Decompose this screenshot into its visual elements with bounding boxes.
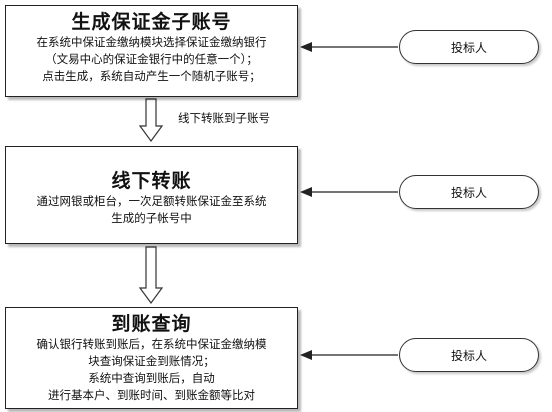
actor-3-label: 投标人: [450, 348, 487, 363]
step-box-offline-transfer: 线下转账 通过网银或柜台，一次足额转账保证金至系统 生成的子帐号中: [5, 146, 298, 244]
flow-arrow-step1-to-step2: [138, 98, 164, 143]
step-1-desc-line-2: （文易中心的保证金银行中的任意一个）；: [45, 52, 258, 66]
step-2-desc-line-2: 生成的子帐号中: [111, 211, 192, 225]
actor-1-label: 投标人: [450, 40, 487, 55]
step-1-desc-line-3: 点击生成，系统自动产生一个随机子账号；: [42, 69, 261, 83]
connector-label-offline-transfer: 线下转账到子账号: [178, 111, 270, 125]
step-3-desc-line-1: 确认银行转账到账后，在系统中保证金缴纳模: [36, 337, 267, 351]
step-3-desc-line-4: 进行基本户、到账时间、到账金额等比对: [48, 388, 255, 402]
step-1-title: 生成保证金子账号: [71, 11, 232, 33]
step-box-generate-subaccount: 生成保证金子账号 在系统中保证金缴纳模块选择保证金缴纳银行 （文易中心的保证金银…: [5, 5, 298, 97]
actor-bidder-3: 投标人: [399, 338, 539, 372]
actor-2-pointer-arrow: [300, 187, 398, 197]
step-1-desc-line-1: 在系统中保证金缴纳模块选择保证金缴纳银行: [36, 35, 267, 49]
step-3-desc-line-3: 系统中查询到账后，自动: [88, 371, 215, 385]
step-2-desc-line-1: 通过网银或柜台，一次足额转账保证金至系统: [36, 194, 267, 208]
step-3-desc-line-2: 块查询保证金到账情况；: [88, 354, 215, 368]
step-box-arrival-query: 到账查询 确认银行转账到账后，在系统中保证金缴纳模 块查询保证金到账情况； 系统…: [5, 307, 298, 409]
actor-bidder-1: 投标人: [399, 30, 539, 64]
step-2-title: 线下转账: [111, 170, 192, 192]
flow-arrow-step2-to-step3: [138, 246, 164, 305]
actor-3-pointer-arrow: [300, 350, 398, 360]
actor-1-pointer-arrow: [300, 42, 398, 52]
step-3-title: 到账查询: [111, 313, 192, 335]
actor-2-label: 投标人: [450, 185, 487, 200]
actor-bidder-2: 投标人: [399, 175, 539, 209]
